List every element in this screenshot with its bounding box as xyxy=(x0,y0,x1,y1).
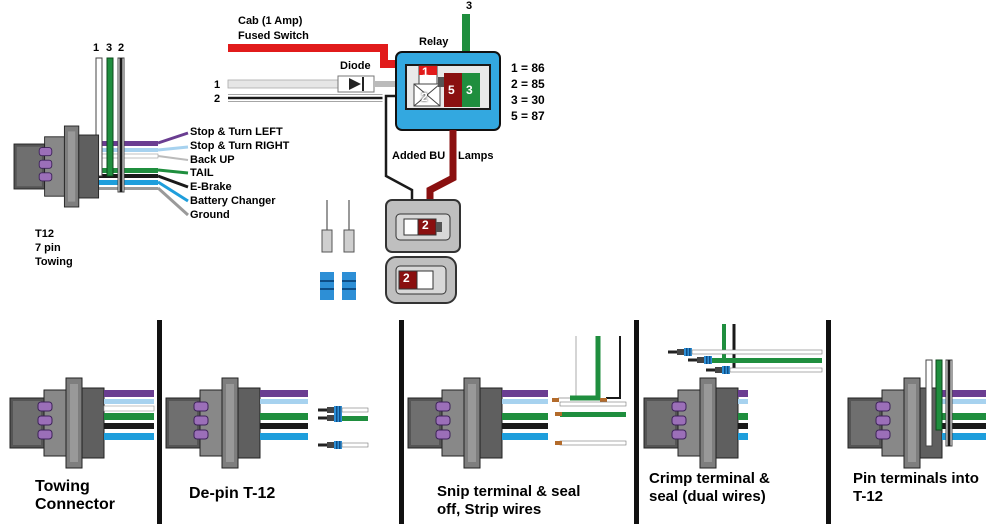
wire-label-2: 2 xyxy=(118,42,125,54)
cab-fused-wire xyxy=(228,44,400,68)
harness-label-battery-changer: Battery Changer xyxy=(190,195,276,207)
harness-label-e-brake: E-Brake xyxy=(190,181,232,193)
pin-map-85: 2 = 85 xyxy=(511,77,545,91)
plug-pin-lower: 2 xyxy=(403,271,410,285)
harness-wires xyxy=(89,131,190,217)
step4-crimp xyxy=(643,324,823,469)
cab-label-line1: Cab (1 Amp) xyxy=(238,15,303,27)
step1-caption-line1: Towing xyxy=(35,478,90,495)
relay-pin-3: 3 xyxy=(466,83,473,97)
step3-snip-strip xyxy=(407,336,627,469)
diode-label: Diode xyxy=(340,60,371,72)
input-wire-label-1: 1 xyxy=(214,79,221,91)
added-bu-label: Added BU xyxy=(392,150,446,162)
relay-pin-1: 1 xyxy=(422,65,429,79)
step2-depin xyxy=(165,377,369,469)
step5-pin-terminals xyxy=(847,359,986,469)
step5-caption-line2: T-12 xyxy=(853,488,884,505)
step1-caption-line2: Connector xyxy=(35,496,115,513)
harness-label-ground: Ground xyxy=(190,209,230,221)
mating-plug xyxy=(385,256,457,304)
harness-label-back-up: Back UP xyxy=(190,154,235,166)
connector-vertical-wires xyxy=(95,57,125,193)
lamps-label: Lamps xyxy=(458,150,494,162)
pin-map-87: 5 = 87 xyxy=(511,109,545,123)
step5-caption-line1: Pin terminals into xyxy=(853,470,979,487)
panel-dividers xyxy=(157,320,831,524)
relay-output-wires xyxy=(382,92,457,206)
step1-connector xyxy=(9,377,155,469)
step2-caption: De-pin T-12 xyxy=(189,485,276,502)
connector-caption-line2: 7 pin xyxy=(35,242,61,254)
diode xyxy=(337,75,398,93)
t12-connector xyxy=(13,125,100,208)
cab-label-line2: Fused Switch xyxy=(238,30,309,42)
pin-map-30: 3 = 30 xyxy=(511,93,545,107)
harness-label-tail: TAIL xyxy=(190,167,214,179)
step3-caption-line1: Snip terminal & seal xyxy=(437,483,581,500)
input-wire-1 xyxy=(227,79,339,89)
relay-pin-map: 1 = 86 2 = 85 3 = 30 5 = 87 xyxy=(511,61,545,126)
wire-label-1: 1 xyxy=(93,42,100,54)
input-wire-2 xyxy=(228,92,400,102)
step3-caption-line2: off, Strip wires xyxy=(437,501,542,518)
relay-pin-2: 2 xyxy=(421,90,428,104)
input-wire-label-2: 2 xyxy=(214,93,221,105)
relay-top-wire xyxy=(462,14,470,56)
wire-label-3: 3 xyxy=(106,42,113,54)
relay-pin-5: 5 xyxy=(448,83,455,97)
step4-caption-line1: Crimp terminal & xyxy=(649,470,770,487)
connector-caption-line3: Towing xyxy=(35,256,73,268)
pin-map-86: 1 = 86 xyxy=(511,61,545,75)
relay-label: Relay xyxy=(419,36,449,48)
plug-pin-upper: 2 xyxy=(422,218,429,232)
bu-lamp-plug xyxy=(385,199,461,253)
relay-top-wire-label: 3 xyxy=(466,0,473,12)
step4-caption-line2: seal (dual wires) xyxy=(649,488,766,505)
connector-caption-line1: T12 xyxy=(35,228,54,240)
relay xyxy=(395,51,501,131)
harness-label-stop-turn-left: Stop & Turn LEFT xyxy=(190,126,283,138)
harness-label-stop-turn-right: Stop & Turn RIGHT xyxy=(190,140,290,152)
loose-terminals xyxy=(320,200,356,300)
